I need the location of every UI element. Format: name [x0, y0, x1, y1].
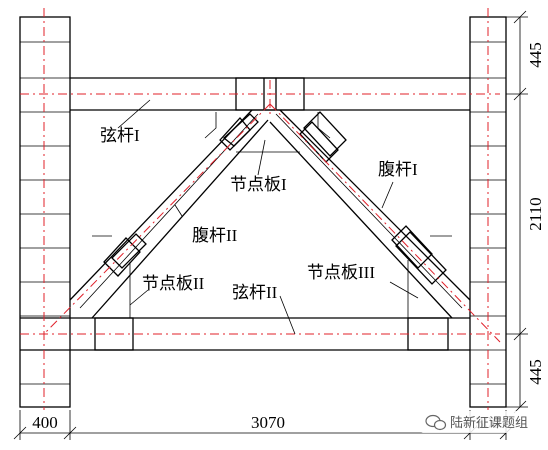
label-web-1: 腹杆I — [378, 160, 418, 179]
watermark: 陆新征课题组 — [420, 411, 546, 433]
watermark-text: 陆新征课题组 — [450, 415, 528, 431]
label-chord-1: 弦杆I — [100, 126, 140, 145]
label-gusset-2: 节点板II — [142, 274, 205, 293]
leader-lines — [117, 99, 419, 335]
dim-center: 3070 — [251, 413, 285, 432]
label-web-2: 腹杆II — [192, 226, 238, 245]
dim-bottom: 445 — [526, 359, 545, 385]
centerlines — [20, 8, 501, 410]
label-chord-2: 弦杆II — [232, 283, 278, 302]
label-gusset-1: 节点板I — [230, 175, 287, 194]
wechat-icon — [425, 414, 447, 431]
web-member-2 — [69, 109, 269, 319]
label-gusset-3: 节点板III — [307, 263, 375, 282]
dim-middle: 2110 — [526, 197, 545, 230]
dim-left: 400 — [32, 413, 58, 432]
dimension-vertical — [506, 10, 528, 414]
web-member-1 — [269, 109, 471, 319]
left-column — [19, 16, 71, 408]
gusset-plate-2 — [92, 235, 131, 318]
dim-top: 445 — [526, 42, 545, 68]
